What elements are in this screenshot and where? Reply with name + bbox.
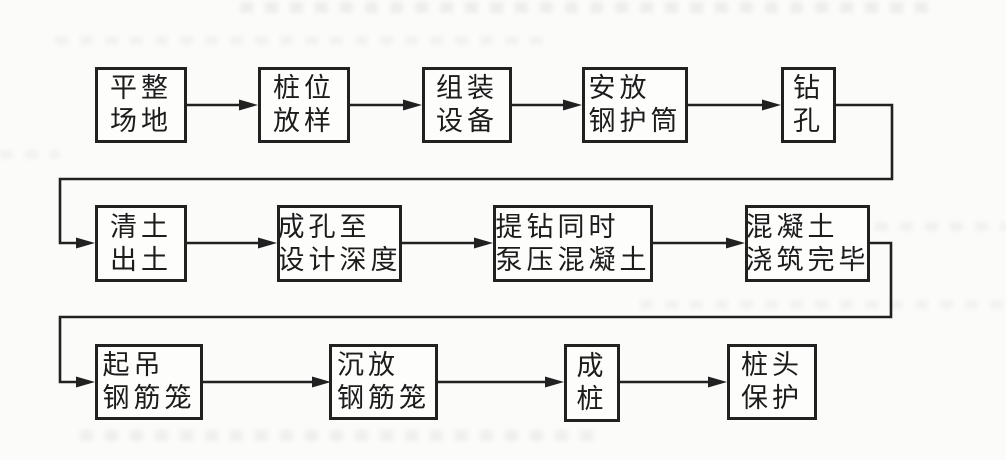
- node-label-line: 平整: [110, 73, 172, 103]
- node-label: 成孔至 设计深度: [278, 211, 402, 277]
- node-label: 提钻同时 泵压混凝土: [496, 211, 651, 277]
- arrowhead: [726, 237, 745, 249]
- node-label: 桩位 放样: [273, 72, 335, 138]
- node-label: 沉放 钢筋笼: [337, 349, 430, 415]
- node-label: 平整 场地: [110, 72, 172, 138]
- node-label-line: 清土: [110, 211, 172, 242]
- arrowhead: [76, 237, 95, 249]
- node-label-line: 泵压混凝土: [495, 244, 651, 275]
- node-label-line: 混凝土: [745, 211, 839, 242]
- node-label-line: 起吊: [102, 350, 165, 380]
- node-label-line: 保护: [741, 383, 803, 413]
- node-label-line: 放样: [273, 106, 335, 136]
- node-label-line: 浇筑完毕: [745, 244, 870, 275]
- node-pile-formed: 成 桩: [564, 344, 620, 422]
- node-label: 起吊 钢筋笼: [103, 349, 196, 415]
- node-label-line: 场地: [110, 106, 172, 136]
- node-label-line: 桩位: [273, 73, 335, 103]
- arrowhead: [474, 237, 493, 249]
- node-concrete-pour-complete: 混凝土 浇筑完毕: [745, 205, 870, 282]
- arrowhead: [545, 376, 564, 388]
- node-equipment-assembly: 组装 设备: [422, 67, 512, 143]
- node-site-leveling: 平整 场地: [95, 67, 187, 143]
- node-label-line: 设计深度: [277, 244, 402, 275]
- node-drilling: 钻 孔: [781, 67, 836, 143]
- node-label-line: 钢筋笼: [337, 383, 430, 413]
- node-label: 清土 出土: [110, 211, 172, 277]
- node-soil-removal: 清土 出土: [95, 205, 187, 282]
- node-lift-drill-pump-concrete: 提钻同时 泵压混凝土: [493, 205, 653, 282]
- node-label: 组装 设备: [436, 72, 498, 138]
- node-hoist-rebar-cage: 起吊 钢筋笼: [95, 344, 203, 420]
- node-label-line: 组装: [436, 73, 498, 103]
- node-label-line: 出土: [110, 244, 172, 275]
- node-label: 桩头 保护: [741, 349, 803, 415]
- node-hole-to-design-depth: 成孔至 设计深度: [277, 205, 402, 282]
- connector-n9-n10: [58, 241, 893, 384]
- node-label-line: 设备: [436, 106, 498, 136]
- node-label: 钻 孔: [793, 72, 824, 138]
- node-label-line: 沉放: [337, 350, 399, 380]
- node-pile-position-layout: 桩位 放样: [258, 67, 350, 143]
- node-lower-rebar-cage: 沉放 钢筋笼: [329, 344, 438, 420]
- node-label-line: 成孔至: [277, 211, 371, 242]
- node-label-line: 孔: [793, 106, 824, 136]
- arrowhead: [563, 99, 582, 111]
- node-label-line: 钻: [793, 73, 824, 103]
- node-label: 安放 钢护筒: [589, 72, 682, 138]
- node-label: 成 桩: [577, 350, 608, 416]
- node-label-line: 桩头: [741, 350, 803, 380]
- node-place-steel-casing: 安放 钢护筒: [582, 67, 688, 143]
- arrowhead: [312, 376, 331, 388]
- arrowhead: [76, 376, 95, 388]
- node-label-line: 安放: [588, 73, 651, 103]
- node-label: 混凝土 浇筑完毕: [746, 211, 870, 277]
- arrowhead: [403, 99, 422, 111]
- node-label-line: 钢护筒: [588, 106, 682, 136]
- connector-n5-n6: [58, 103, 894, 245]
- node-label-line: 成: [576, 351, 608, 381]
- arrowhead: [708, 376, 727, 388]
- node-label-line: 钢筋笼: [102, 383, 196, 413]
- arrowhead: [258, 237, 277, 249]
- arrowhead: [239, 99, 258, 111]
- node-pile-head-protection: 桩头 保护: [727, 344, 817, 420]
- arrowhead: [762, 99, 781, 111]
- node-label-line: 提钻同时: [495, 211, 620, 242]
- node-label-line: 桩: [576, 384, 608, 414]
